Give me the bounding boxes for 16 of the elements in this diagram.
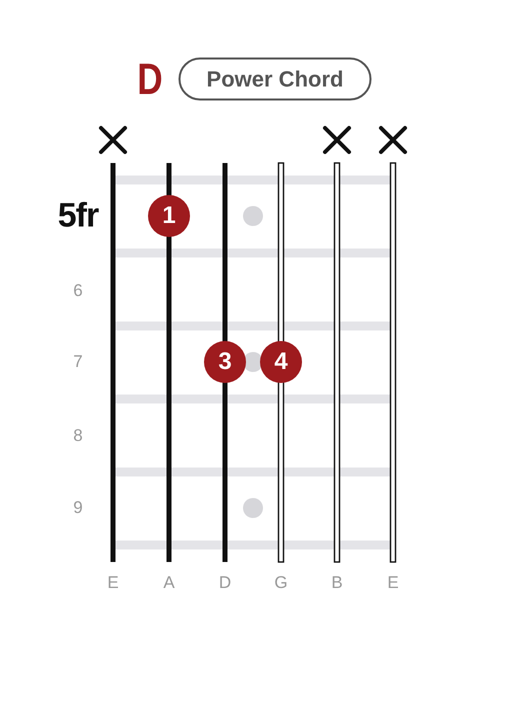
string-name: G xyxy=(274,573,288,593)
finger-dot: 3 xyxy=(204,341,246,383)
string-name: E xyxy=(387,573,399,593)
chord-name: D xyxy=(137,55,163,105)
string-name: B xyxy=(331,573,343,593)
string-name: D xyxy=(218,573,232,593)
string-name: E xyxy=(107,573,119,593)
fret-number: 6 xyxy=(73,281,83,301)
finger-dot: 1 xyxy=(148,195,190,237)
finger-dot: 4 xyxy=(260,341,302,383)
fret-number: 7 xyxy=(73,352,83,372)
string-name: A xyxy=(163,573,175,593)
fret-number: 9 xyxy=(73,498,83,518)
fret-number: 8 xyxy=(73,426,83,446)
fret-position: 5fr xyxy=(58,196,98,236)
chord-type-badge: Power Chord xyxy=(178,58,372,100)
